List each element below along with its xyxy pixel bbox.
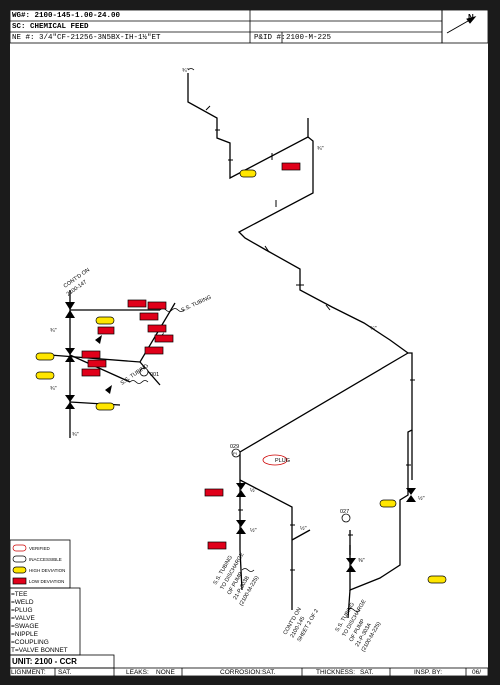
gauge-pi-label: PI bbox=[233, 451, 237, 456]
title-block bbox=[10, 10, 488, 44]
alignment-label: LIGNMENT: bbox=[11, 669, 46, 676]
legend-inaccessible: INACCESSIBLE bbox=[29, 557, 62, 562]
size-label-valve-5: ½" bbox=[418, 495, 425, 502]
gauge-tag-1: 029 bbox=[230, 444, 239, 450]
page-number: 06/ bbox=[472, 669, 482, 676]
legend-high-deviation: HIGH DEVIATION bbox=[29, 568, 65, 573]
pid-value: 2100-M-225 bbox=[286, 34, 332, 42]
high-deviation-tag bbox=[35, 169, 447, 584]
size-label-run: ¾" bbox=[370, 326, 377, 332]
leaks-value: NONE bbox=[156, 669, 175, 676]
code-swage: =SWAGE bbox=[11, 623, 39, 630]
line-number: NE #: 3/4"CF-21256-3N5BX-IH-1½"ET bbox=[12, 34, 161, 42]
code-nipple: =NIPPLE bbox=[11, 631, 39, 638]
pid-label: P&ID #: bbox=[254, 34, 286, 42]
gauge-tag-2: 027 bbox=[340, 509, 349, 515]
code-plug: =PLUG bbox=[11, 607, 33, 614]
legend-verified: VERIFIED bbox=[29, 546, 51, 551]
drawing-number: WG#: 2100-145-1.00-24.00 bbox=[12, 12, 121, 20]
code-weld: =WELD bbox=[11, 599, 34, 606]
north-arrow-icon bbox=[446, 16, 477, 34]
isometric-drawing: N bbox=[10, 10, 488, 676]
alignment-value: SAT. bbox=[58, 669, 72, 676]
description: SC: CHEMICAL FEED bbox=[12, 23, 89, 31]
size-label-valve-3: ½" bbox=[300, 525, 307, 532]
pipe-route bbox=[49, 73, 413, 619]
size-label-branch-2: ¾" bbox=[50, 386, 57, 392]
gauge-tag-3: 001 bbox=[150, 372, 159, 378]
leaks-label: LEAKS: bbox=[126, 669, 149, 676]
plug-bubble bbox=[262, 454, 288, 466]
legend-swatches bbox=[12, 544, 27, 585]
size-label-top: ¾" bbox=[182, 68, 189, 74]
code-coupling: =COUPLING bbox=[11, 639, 49, 646]
valve-icon bbox=[65, 302, 416, 572]
size-label-valve-4: ⅜" bbox=[358, 558, 365, 564]
size-label-valve-2: ½" bbox=[250, 527, 257, 534]
corrosion-label: CORROSION: bbox=[220, 669, 262, 676]
size-label-valve-1: ½" bbox=[250, 487, 257, 494]
code-valve-bonnet: T=VALVE BONNET bbox=[11, 647, 68, 654]
code-tee: =TEE bbox=[11, 591, 28, 598]
size-label-branch-3: ¾" bbox=[72, 432, 79, 438]
size-label-branch: ¾" bbox=[50, 328, 57, 334]
legend-box bbox=[10, 539, 488, 676]
inspected-by-label: INSP. BY: bbox=[414, 669, 443, 676]
isometric-drawing-sheet: N bbox=[10, 10, 488, 676]
code-valve: =VALVE bbox=[11, 615, 35, 622]
ss-tubing-label-top: S.S. TUBING bbox=[180, 295, 212, 314]
plug-label: PLUG bbox=[275, 458, 290, 464]
corrosion-value: SAT. bbox=[262, 669, 276, 676]
thickness-label: THICKNESS: bbox=[316, 669, 356, 676]
thickness-value: SAT. bbox=[360, 669, 374, 676]
low-deviation-tag bbox=[81, 162, 301, 550]
weld-marks bbox=[205, 105, 415, 571]
unit-label: UNIT: 2100 - CCR bbox=[12, 657, 77, 666]
north-label: N bbox=[468, 13, 474, 22]
pressure-gauge-icon bbox=[139, 367, 351, 523]
size-label-mid: ¾" bbox=[317, 146, 324, 152]
legend-low-deviation: LOW DEVIATION bbox=[29, 579, 64, 584]
